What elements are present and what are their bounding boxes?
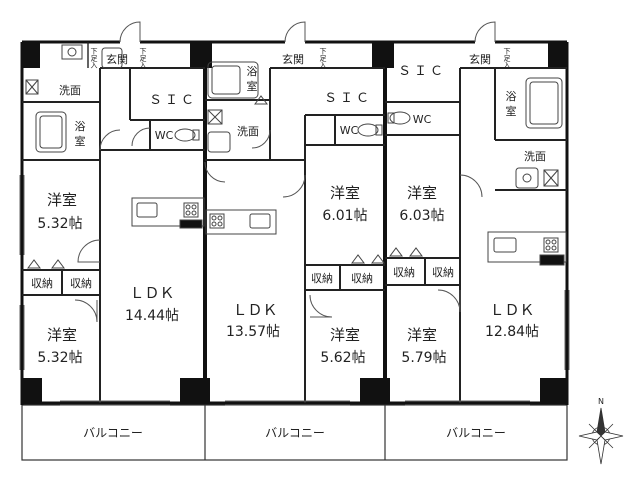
unit2-walls — [205, 67, 385, 403]
unit3-western-top-size: 6.03帖 — [399, 208, 444, 224]
unit2-storage-2-label: 収納 — [351, 272, 373, 285]
unit3-storage-1-label: 収納 — [393, 266, 415, 279]
unit3-bath-label-1: 浴 — [506, 90, 517, 103]
structural-columns — [22, 42, 567, 404]
unit3-wc-label: WC — [413, 113, 432, 126]
unit1-western-bottom-name: 洋室 — [47, 326, 77, 344]
unit1-western-top-name: 洋室 — [47, 191, 77, 209]
unit3-walls — [385, 67, 567, 403]
unit2-wc-label: WC — [340, 124, 359, 137]
unit1-shoe-1-label: 下足入 — [90, 48, 98, 69]
balcony-label-1: バルコニー — [83, 426, 143, 440]
unit2-western-top-size: 6.01帖 — [322, 208, 367, 224]
unit3-washroom-label: 洗面 — [524, 150, 546, 163]
unit3-storage-2-label: 収納 — [432, 266, 454, 279]
unit3-western-top-name: 洋室 — [407, 184, 437, 202]
unit3-western-bottom-name: 洋室 — [407, 326, 437, 344]
unit2-bath-label-1: 浴 — [247, 65, 258, 78]
outer-walls — [20, 40, 569, 405]
unit3-ldk-size: 12.84帖 — [485, 324, 539, 340]
unit3-ldk-name: ＬＤＫ — [489, 301, 534, 319]
unit3-entrance-label: 玄関 — [469, 52, 491, 66]
unit1-bath-label-2: 室 — [75, 134, 86, 148]
unit2-washroom-label: 洗面 — [237, 125, 259, 138]
unit1-western-top-size: 5.32帖 — [37, 216, 82, 232]
unit3-labels: 洋室 6.03帖 洋室 5.79帖 ＬＤＫ 12.84帖 浴 室 洗面 玄関 Ｓ… — [393, 48, 546, 367]
unit3-western-bottom-size: 5.79帖 — [401, 350, 446, 366]
unit3-sic-label: ＳＩＣ — [398, 64, 446, 79]
unit1-walls — [22, 42, 205, 403]
unit1-storage-1-label: 収納 — [31, 277, 53, 290]
unit1-bath-label-1: 浴 — [75, 120, 86, 133]
unit1-ldk-size: 14.44帖 — [125, 308, 179, 324]
compass-icon: N — [578, 397, 624, 465]
unit1-sic-label: ＳＩＣ — [149, 93, 197, 108]
windows — [19, 175, 570, 406]
unit2-sic-label: ＳＩＣ — [324, 91, 372, 106]
unit2-entrance-label: 玄関 — [282, 52, 304, 66]
door-swings — [74, 21, 496, 323]
unit2-bath-label-2: 室 — [247, 79, 258, 93]
unit2-shoe-1-label: 下足入 — [319, 48, 327, 69]
unit1-labels: 洋室 5.32帖 洋室 5.32帖 ＬＤＫ 14.44帖 洗面 浴 室 玄関 Ｓ… — [31, 48, 197, 367]
closet-markers — [27, 95, 423, 269]
unit2-ldk-size: 13.57帖 — [226, 324, 280, 340]
unit2-western-bottom-name: 洋室 — [330, 326, 360, 344]
unit2-labels: 洋室 6.01帖 洋室 5.62帖 ＬＤＫ 13.57帖 浴 室 洗面 玄関 Ｓ… — [226, 48, 373, 367]
unit1-washroom-label: 洗面 — [59, 84, 81, 97]
unit1-western-bottom-size: 5.32帖 — [37, 350, 82, 366]
unit2-western-bottom-size: 5.62帖 — [320, 350, 365, 366]
balcony-label-2: バルコニー — [265, 426, 325, 440]
unit2-western-top-name: 洋室 — [330, 184, 360, 202]
unit2-storage-1-label: 収納 — [311, 272, 333, 285]
unit1-shoe-2-label: 下足入 — [139, 48, 147, 69]
balcony-label-3: バルコニー — [446, 426, 506, 440]
unit3-bath-label-2: 室 — [506, 104, 517, 118]
fixtures — [25, 44, 567, 266]
unit1-entrance-label: 玄関 — [106, 52, 128, 66]
unit2-ldk-name: ＬＤＫ — [232, 301, 277, 319]
compass-north-label: N — [598, 397, 604, 406]
unit1-storage-2-label: 収納 — [70, 277, 92, 290]
unit1-ldk-name: ＬＤＫ — [129, 284, 174, 302]
unit1-wc-label: WC — [155, 129, 174, 142]
unit3-shoe-1-label: 下足入 — [503, 48, 511, 69]
